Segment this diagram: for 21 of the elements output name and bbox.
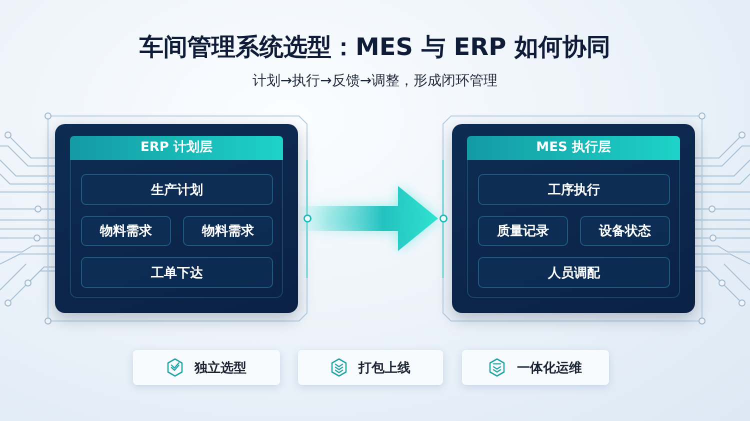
feature-card: [133, 350, 280, 385]
process-box: 设备状态: [580, 216, 670, 246]
process-box: 生产计划: [81, 174, 273, 205]
card-label: 一体化运维: [517, 360, 582, 376]
card-label: 独立选型: [194, 360, 246, 376]
panel-header: MES 执行层: [467, 136, 680, 160]
feature-card: [298, 350, 443, 385]
title: 车间管理系统选型：MES 与 ERP 如何协同: [139, 32, 611, 62]
process-box: 工单下达: [81, 257, 273, 288]
layer-panel: [55, 124, 298, 313]
subtitle: 计划→执行→反馈→调整，形成闭环管理: [252, 72, 498, 90]
flow-arrow: [299, 186, 438, 251]
process-box: 物料需求: [81, 216, 171, 246]
layer-panel: [452, 124, 695, 313]
feature-card: [462, 350, 609, 385]
process-box: 质量记录: [478, 216, 568, 246]
process-box: 工序执行: [478, 174, 670, 205]
process-box: 物料需求: [183, 216, 273, 246]
card-label: 打包上线: [358, 360, 410, 376]
process-box: 人员调配: [478, 257, 670, 288]
panel-header: ERP 计划层: [70, 136, 283, 160]
